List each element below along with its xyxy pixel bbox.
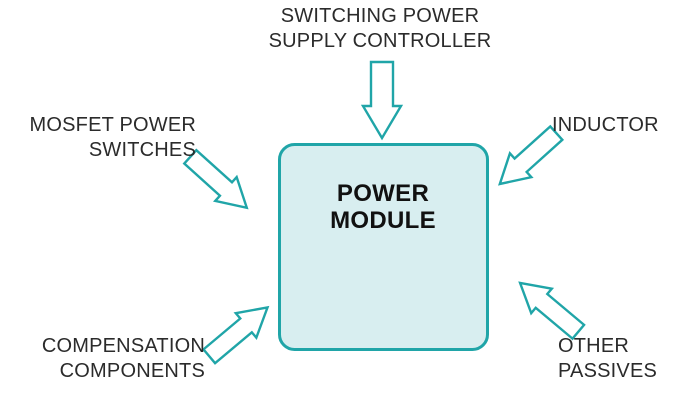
arrow-upper-left-icon: [182, 148, 249, 210]
arrow-upper-right-icon: [498, 124, 565, 186]
arrow-top-down-icon: [360, 60, 404, 141]
power-module-box: [278, 143, 489, 351]
callout-label-inductor: INDUCTOR: [552, 114, 659, 136]
arrow-lower-right-icon: [518, 281, 586, 341]
callout-label-switching-power-supply-controller: SWITCHING POWER SUPPLY CONTROLLER: [268, 5, 492, 52]
callout-label-mosfet-power-switches: MOSFET POWER SWITCHES: [29, 114, 196, 161]
arrow-lower-left-icon: [201, 305, 270, 365]
power-module-label: POWER MODULE: [330, 180, 436, 234]
callout-label-compensation-components: COMPENSATION COMPONENTS: [41, 335, 205, 382]
callout-label-other-passives: OTHER PASSIVES: [558, 335, 658, 382]
